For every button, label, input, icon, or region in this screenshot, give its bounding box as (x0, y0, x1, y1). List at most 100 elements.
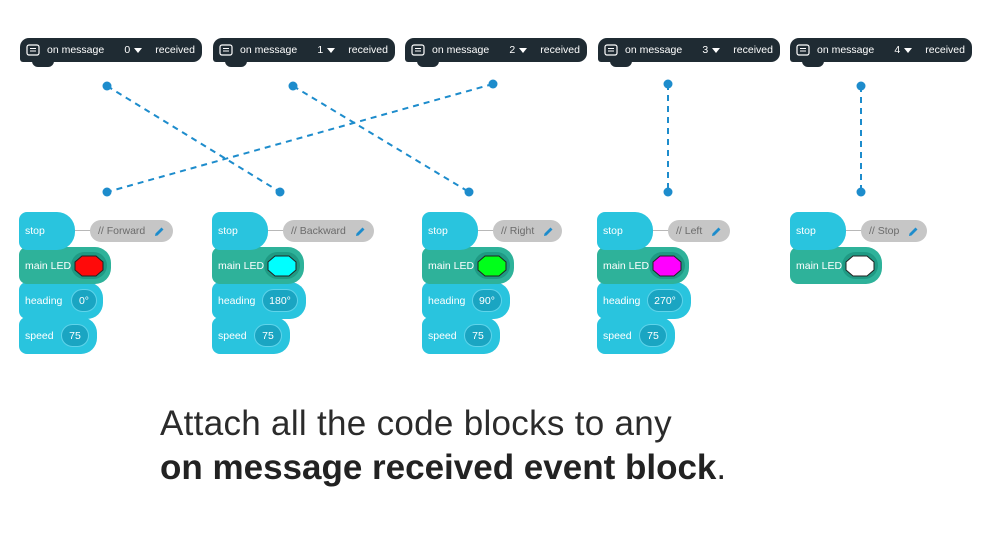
connection-end-dot (856, 187, 866, 197)
caption-line-1: Attach all the code blocks to any (160, 404, 672, 443)
main-led-label: main LED (603, 259, 650, 272)
comment-bubble[interactable]: // Left (668, 220, 731, 242)
comment-text: // Stop (869, 225, 900, 237)
main-led-label: main LED (218, 259, 265, 272)
speed-label: speed (428, 329, 457, 342)
connection-line-2 (106, 83, 494, 193)
connection-end-dot (663, 187, 673, 197)
event-suffix: received (348, 44, 388, 56)
heading-value[interactable]: 270° (647, 289, 683, 312)
speed-value[interactable]: 75 (639, 324, 667, 347)
message-number-dropdown[interactable]: 2 (509, 44, 516, 56)
led-color-picker[interactable] (649, 252, 685, 279)
heading-block[interactable]: heading 180° (212, 282, 306, 319)
message-icon (604, 44, 618, 56)
message-icon (411, 44, 425, 56)
main-led-block[interactable]: main LED (790, 247, 882, 284)
main-led-label: main LED (25, 259, 72, 272)
main-led-block[interactable]: main LED (422, 247, 514, 284)
message-icon (26, 44, 40, 56)
event-block-message-2[interactable]: on message 2 received (405, 38, 587, 67)
message-icon (219, 44, 233, 56)
event-label: on message (432, 44, 490, 56)
heading-label: heading (603, 294, 641, 307)
comment-connector (268, 230, 284, 231)
stop-block[interactable]: stop (19, 212, 75, 250)
heading-block[interactable]: heading 90° (422, 282, 510, 319)
led-color-picker[interactable] (842, 252, 878, 279)
chevron-down-icon[interactable] (134, 47, 143, 53)
led-color-picker[interactable] (474, 252, 510, 279)
event-block-message-4[interactable]: on message 4 received (790, 38, 972, 67)
comment-connector (653, 230, 669, 231)
event-block-message-1[interactable]: on message 1 received (213, 38, 395, 67)
comment-connector (478, 230, 494, 231)
speed-block[interactable]: speed 75 (422, 317, 500, 354)
pencil-icon[interactable] (908, 226, 919, 237)
message-number-dropdown[interactable]: 0 (124, 44, 131, 56)
comment-text: // Right (501, 225, 535, 237)
pencil-icon[interactable] (543, 226, 554, 237)
heading-value[interactable]: 90° (472, 289, 502, 312)
pencil-icon[interactable] (711, 226, 722, 237)
event-suffix: received (155, 44, 195, 56)
connection-start-dot (102, 81, 112, 91)
heading-block[interactable]: heading 0° (19, 282, 103, 319)
connection-end-dot (464, 187, 474, 197)
chevron-down-icon[interactable] (712, 47, 721, 53)
comment-bubble[interactable]: // Forward (90, 220, 174, 242)
speed-value[interactable]: 75 (61, 324, 89, 347)
connection-line-0 (106, 85, 281, 193)
event-block-message-3[interactable]: on message 3 received (598, 38, 780, 67)
comment-bubble[interactable]: // Right (493, 220, 563, 242)
main-led-block[interactable]: main LED (212, 247, 304, 284)
comment-text: // Forward (98, 225, 146, 237)
message-number-dropdown[interactable]: 3 (702, 44, 709, 56)
stop-block[interactable]: stop (790, 212, 846, 250)
stop-block[interactable]: stop (212, 212, 268, 250)
comment-text: // Left (676, 225, 703, 237)
caption-line-2-period: . (716, 448, 727, 487)
main-led-block[interactable]: main LED (19, 247, 111, 284)
chevron-down-icon[interactable] (519, 47, 528, 53)
connection-start-dot (856, 81, 866, 91)
stop-label: stop (796, 225, 816, 237)
stop-block[interactable]: stop (422, 212, 478, 250)
main-led-label: main LED (428, 259, 475, 272)
speed-block[interactable]: speed 75 (212, 317, 290, 354)
message-number-dropdown[interactable]: 4 (894, 44, 901, 56)
event-suffix: received (540, 44, 580, 56)
stop-label: stop (218, 225, 238, 237)
chevron-down-icon[interactable] (904, 47, 913, 53)
heading-value[interactable]: 0° (71, 289, 97, 312)
heading-block[interactable]: heading 270° (597, 282, 691, 319)
speed-value[interactable]: 75 (254, 324, 282, 347)
event-block-message-0[interactable]: on message 0 received (20, 38, 202, 67)
event-label: on message (47, 44, 105, 56)
heading-label: heading (428, 294, 466, 307)
main-led-block[interactable]: main LED (597, 247, 689, 284)
chevron-down-icon[interactable] (327, 47, 336, 53)
comment-bubble[interactable]: // Backward (283, 220, 374, 242)
stop-label: stop (603, 225, 623, 237)
stop-block[interactable]: stop (597, 212, 653, 250)
speed-block[interactable]: speed 75 (19, 317, 97, 354)
event-label: on message (240, 44, 298, 56)
comment-bubble[interactable]: // Stop (861, 220, 928, 242)
heading-value[interactable]: 180° (262, 289, 298, 312)
speed-block[interactable]: speed 75 (597, 317, 675, 354)
main-led-label: main LED (796, 259, 843, 272)
connection-start-dot (663, 79, 673, 89)
pencil-icon[interactable] (355, 226, 366, 237)
stop-label: stop (428, 225, 448, 237)
event-suffix: received (733, 44, 773, 56)
led-color-picker[interactable] (264, 252, 300, 279)
led-color-picker[interactable] (71, 252, 107, 279)
connection-line-1 (292, 85, 470, 193)
message-number-dropdown[interactable]: 1 (317, 44, 324, 56)
connection-end-dot (102, 187, 112, 197)
speed-value[interactable]: 75 (464, 324, 492, 347)
pencil-icon[interactable] (154, 226, 165, 237)
stop-label: stop (25, 225, 45, 237)
